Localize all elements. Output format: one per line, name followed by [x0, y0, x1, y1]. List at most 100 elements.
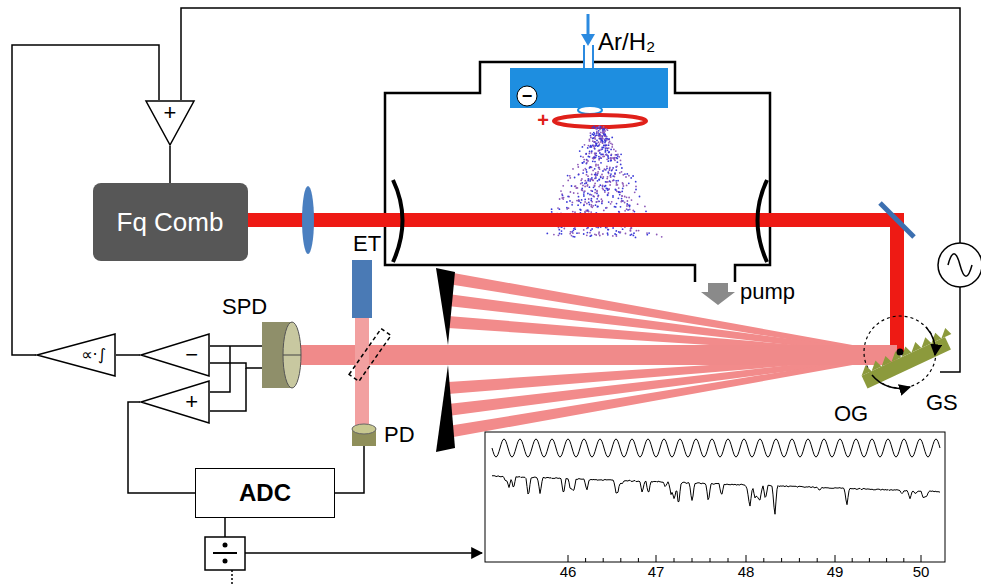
plasma-dot — [610, 173, 612, 175]
plasma-dot — [609, 167, 611, 169]
spd-wire — [210, 368, 246, 411]
plasma-dot — [559, 208, 561, 210]
plasma-dot — [586, 185, 588, 187]
adc-wire — [224, 518, 226, 537]
plasma-dot — [595, 174, 597, 176]
plasma-dot — [575, 185, 577, 187]
plasma-dot — [626, 203, 628, 205]
plasma-dot — [577, 164, 579, 166]
spd-label: SPD — [222, 296, 267, 318]
plasma-dot — [602, 185, 604, 187]
plasma-dot — [622, 174, 624, 176]
et-label: ET — [353, 233, 381, 255]
plasma-dot — [626, 173, 628, 175]
plasma-dot — [580, 183, 582, 185]
plasma-dot — [608, 139, 610, 141]
plasma-dot — [646, 232, 648, 234]
plasma-dot — [626, 196, 628, 198]
divider-box — [205, 537, 245, 570]
scanner-drive-wire — [940, 287, 960, 372]
plasma-dot — [593, 132, 595, 134]
plasma-dot — [635, 189, 637, 191]
plasma-dot — [633, 235, 635, 237]
plasma-dot — [600, 157, 602, 159]
plasma-dot — [582, 172, 584, 174]
optical-grating — [858, 327, 957, 389]
amplifier-symbol — [140, 380, 210, 424]
plasma-dot — [610, 176, 612, 178]
plasma-dot — [605, 140, 607, 142]
plasma-dot — [586, 163, 588, 165]
plasma-dot — [604, 135, 606, 137]
plasma-dot — [551, 208, 553, 210]
plasma-dot — [621, 195, 623, 197]
plasma-dot — [583, 195, 585, 197]
plasma-dot — [604, 139, 606, 141]
plasma-dot — [587, 232, 589, 234]
beam-splitter — [349, 329, 391, 382]
plasma-dot — [604, 190, 606, 192]
plasma-dot — [582, 156, 584, 158]
plasma-dot — [605, 185, 607, 187]
minor-tick — [674, 558, 675, 562]
split-line — [283, 355, 301, 356]
plasma-dot — [591, 152, 593, 154]
plasma-dot — [598, 126, 600, 128]
plasma-dot — [629, 206, 631, 208]
plasma-dot — [618, 197, 620, 199]
plasma-dot — [613, 157, 615, 159]
plasma-dot — [561, 233, 563, 235]
plasma-dot — [594, 141, 596, 143]
plasma-dot — [567, 180, 569, 182]
major-tick — [746, 555, 747, 562]
plasma-dot — [598, 130, 600, 132]
plasma-dot — [586, 159, 588, 161]
plasma-dot — [590, 178, 592, 180]
plasma-dot — [572, 211, 574, 213]
plasma-dot — [587, 147, 589, 149]
plasma-dot — [582, 162, 584, 164]
plasma-dot — [599, 135, 601, 137]
plasma-dot — [648, 232, 650, 234]
plasma-dot — [606, 158, 608, 160]
plasma-dot — [614, 173, 616, 175]
plasma-dot — [620, 231, 622, 233]
minor-tick — [886, 558, 887, 562]
plasma-dot — [606, 178, 608, 180]
plasma-dot — [569, 233, 571, 235]
plasma-dot — [602, 189, 604, 191]
plasma-dot — [584, 180, 586, 182]
node-text: ADC — [239, 481, 291, 505]
cathode — [510, 68, 668, 108]
plasma-dot — [571, 185, 573, 187]
plasma-dot — [610, 142, 612, 144]
plasma-dot — [602, 140, 604, 142]
plasma-dot — [562, 195, 564, 197]
plasma-dot — [559, 233, 561, 235]
plasma-dot — [600, 135, 602, 137]
plasma-dot — [591, 206, 593, 208]
plasma-dot — [596, 140, 598, 142]
plasma-dot — [630, 229, 632, 231]
plasma-dot — [608, 188, 610, 190]
plasma-dot — [594, 153, 596, 155]
plasma-dot — [635, 237, 637, 239]
plasma-dot — [580, 155, 582, 157]
plasma-dot — [612, 180, 614, 182]
plasma-dot — [592, 170, 594, 172]
plasma-dot — [610, 158, 612, 160]
plasma-dot — [588, 156, 590, 158]
plasma-dot — [606, 188, 608, 190]
plasma-dot — [617, 161, 619, 163]
gas-tube-gap — [584, 58, 593, 68]
plasma-dot — [606, 144, 608, 146]
plasma-dot — [599, 152, 601, 154]
plasma-dot — [596, 142, 598, 144]
plasma-dot — [598, 233, 600, 235]
plasma-dot — [581, 199, 583, 201]
adc-box: ADC — [195, 468, 335, 518]
plasma-dot — [618, 191, 620, 193]
plasma-dot — [594, 138, 596, 140]
plasma-dot — [614, 157, 616, 159]
